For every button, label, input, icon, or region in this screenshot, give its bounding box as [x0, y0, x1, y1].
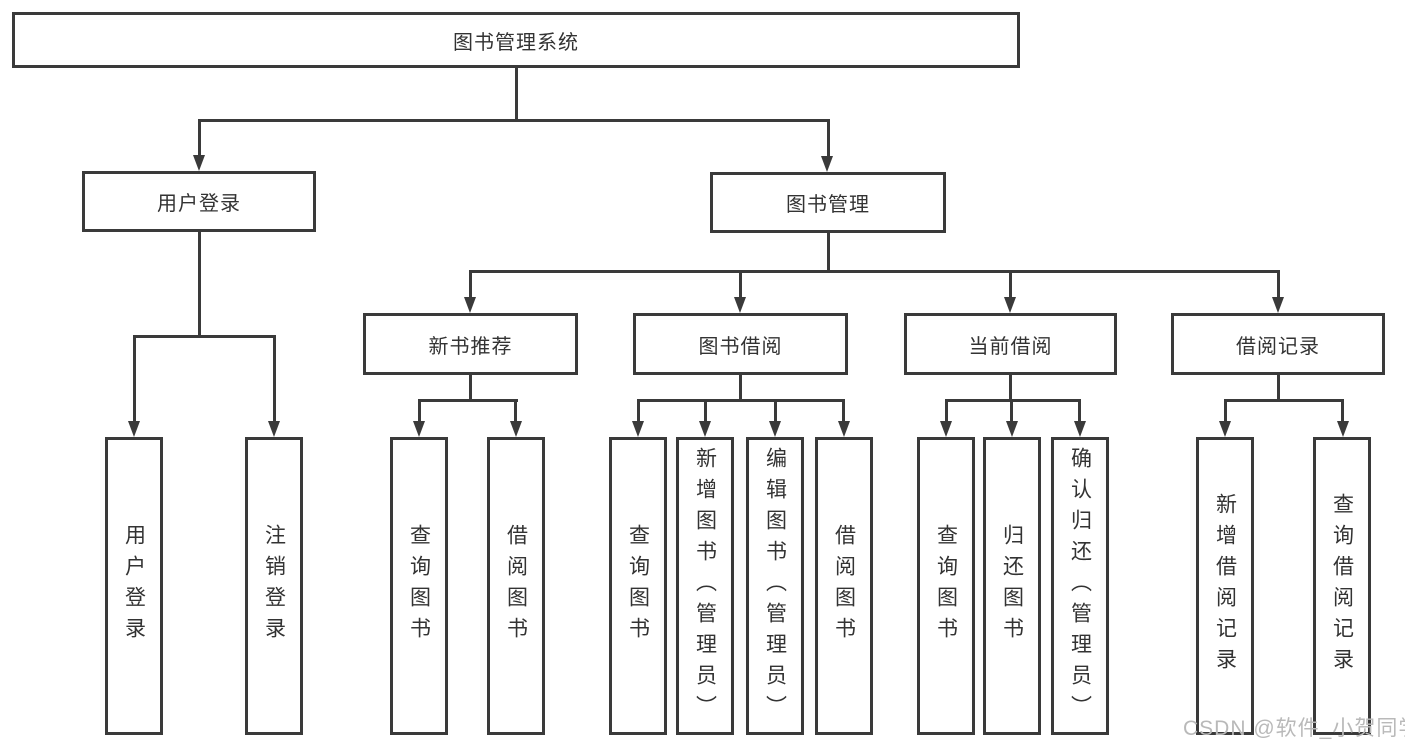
node-user-login: 用户登录	[82, 171, 316, 232]
node-borrow-records: 借阅记录	[1171, 313, 1385, 375]
leaf-return-book: 归还图书	[983, 437, 1041, 735]
connector-line	[1277, 375, 1280, 401]
node-borrow-records-label: 借阅记录	[1236, 335, 1320, 358]
connector-line	[198, 119, 201, 155]
connector-line	[1078, 399, 1081, 421]
node-new-book-recommend: 新书推荐	[363, 313, 578, 375]
connector-arrow	[1337, 421, 1349, 437]
leaf-add-book-admin: 新增图书（管理员）	[676, 437, 734, 735]
leaf-add-borrow-record: 新增借阅记录	[1196, 437, 1254, 735]
connector-line	[198, 119, 830, 122]
connector-arrow	[769, 421, 781, 437]
leaf-borrow-query-book: 查询图书	[609, 437, 667, 735]
connector-arrow	[821, 156, 833, 172]
node-book-borrow: 图书借阅	[633, 313, 848, 375]
leaf-rec-query-book: 查询图书	[390, 437, 448, 735]
connector-line	[1009, 375, 1012, 401]
connector-arrow	[1004, 297, 1016, 313]
connector-line	[469, 270, 472, 297]
connector-line	[1277, 270, 1280, 297]
node-new-book-recommend-label: 新书推荐	[428, 335, 513, 358]
leaf-add-borrow-record-label: 新增借阅记录	[1213, 493, 1237, 679]
connector-arrow	[940, 421, 952, 437]
connector-arrow	[268, 421, 280, 437]
connector-line	[273, 335, 276, 421]
leaf-borrow-book-label: 借阅图书	[832, 524, 856, 648]
connector-line	[1009, 270, 1012, 297]
node-book-management-label: 图书管理	[786, 194, 870, 216]
connector-arrow	[1074, 421, 1086, 437]
connector-arrow	[632, 421, 644, 437]
connector-line	[739, 270, 742, 297]
leaf-edit-book-admin-label: 编辑图书（管理员）	[763, 446, 787, 726]
connector-line	[198, 232, 201, 335]
leaf-confirm-return-admin-label: 确认归还（管理员）	[1068, 446, 1092, 726]
connector-line	[1224, 399, 1343, 402]
connector-line	[1010, 399, 1013, 421]
connector-arrow	[510, 421, 522, 437]
leaf-borrow-query-book-label: 查询图书	[626, 524, 650, 648]
connector-line	[1224, 399, 1227, 421]
leaf-return-book-label: 归还图书	[1000, 524, 1024, 648]
leaf-rec-borrow-book-label: 借阅图书	[504, 524, 528, 648]
connector-arrow	[838, 421, 850, 437]
connector-arrow	[734, 297, 746, 313]
connector-line	[637, 399, 845, 402]
connector-arrow	[128, 421, 140, 437]
leaf-add-book-admin-label: 新增图书（管理员）	[693, 446, 717, 726]
connector-line	[469, 270, 1280, 273]
connector-arrow	[464, 297, 476, 313]
leaf-user-login-label: 用户登录	[122, 524, 146, 648]
leaf-query-borrow-record-label: 查询借阅记录	[1330, 493, 1354, 679]
connector-line	[945, 399, 1081, 402]
connector-arrow	[1272, 297, 1284, 313]
leaf-user-login: 用户登录	[105, 437, 163, 735]
connector-line	[739, 375, 742, 401]
connector-arrow	[193, 155, 205, 171]
connector-line	[704, 399, 707, 421]
leaf-rec-query-book-label: 查询图书	[407, 524, 431, 648]
connector-arrow	[1219, 421, 1231, 437]
leaf-logout-label: 注销登录	[262, 524, 286, 648]
connector-line	[469, 375, 472, 401]
leaf-edit-book-admin: 编辑图书（管理员）	[746, 437, 804, 735]
connector-line	[827, 119, 830, 156]
node-root-label: 图书管理系统	[453, 31, 579, 54]
connector-line	[133, 335, 276, 338]
node-user-login-label: 用户登录	[157, 193, 241, 215]
node-book-management: 图书管理	[710, 172, 946, 233]
connector-line	[842, 399, 845, 421]
leaf-borrow-book: 借阅图书	[815, 437, 873, 735]
connector-arrow	[699, 421, 711, 437]
csdn-watermark: CSDN @软件_小贺同学	[1183, 717, 1405, 740]
connector-line	[515, 68, 518, 119]
connector-line	[418, 399, 518, 402]
connector-line	[945, 399, 948, 421]
connector-arrow	[413, 421, 425, 437]
connector-line	[418, 399, 421, 421]
leaf-current-query-book: 查询图书	[917, 437, 975, 735]
node-book-borrow-label: 图书借阅	[698, 335, 783, 358]
leaf-rec-borrow-book: 借阅图书	[487, 437, 545, 735]
leaf-logout: 注销登录	[245, 437, 303, 735]
connector-line	[774, 399, 777, 421]
leaf-current-query-book-label: 查询图书	[934, 524, 958, 648]
connector-line	[1341, 399, 1344, 421]
node-current-borrow: 当前借阅	[904, 313, 1117, 375]
connector-line	[637, 399, 640, 421]
connector-line	[827, 233, 830, 270]
node-root: 图书管理系统	[12, 12, 1020, 68]
connector-line	[133, 335, 136, 421]
node-current-borrow-label: 当前借阅	[968, 335, 1053, 358]
connector-arrow	[1006, 421, 1018, 437]
leaf-query-borrow-record: 查询借阅记录	[1313, 437, 1371, 735]
leaf-confirm-return-admin: 确认归还（管理员）	[1051, 437, 1109, 735]
connector-line	[514, 399, 517, 421]
